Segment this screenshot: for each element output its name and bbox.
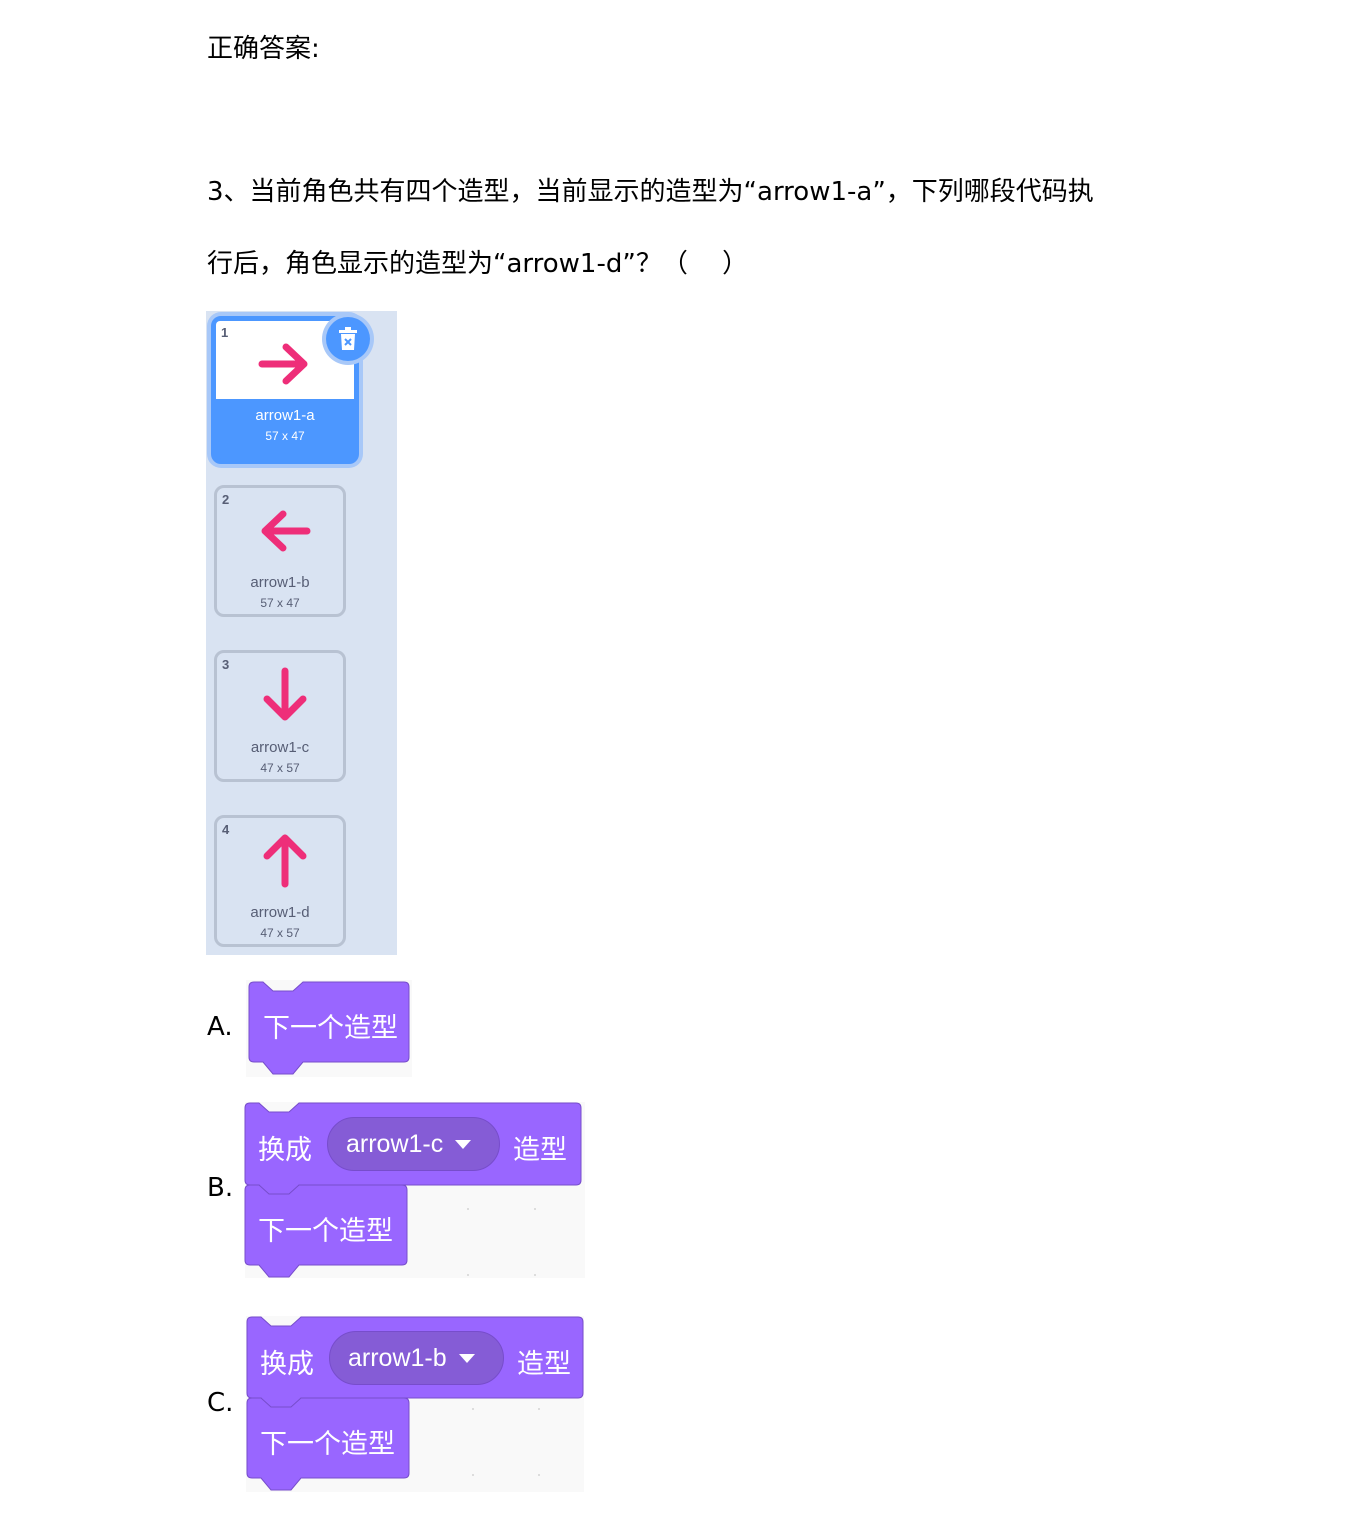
- block-label: 下一个造型: [258, 1216, 393, 1247]
- answer-heading: 正确答案:: [207, 34, 320, 64]
- costume-card-3[interactable]: 3 arrow1-c 47 x 57: [214, 650, 346, 782]
- block-label: 换成: [258, 1135, 312, 1166]
- block-label: 造型: [517, 1349, 571, 1380]
- block-label: 下一个造型: [260, 1429, 395, 1460]
- costume-name: arrow1-a: [255, 407, 315, 424]
- delete-costume-button[interactable]: [326, 317, 370, 361]
- block-label: 下一个造型: [263, 1013, 398, 1044]
- costume-list: 1 arrow1-a 57 x 47 2 arrow1-b 57 x 47 3 …: [206, 311, 397, 955]
- costume-dropdown[interactable]: arrow1-c: [327, 1117, 500, 1171]
- costume-name: arrow1-b: [250, 574, 310, 591]
- costume-card-1[interactable]: 1 arrow1-a 57 x 47: [211, 316, 370, 464]
- costume-card-2[interactable]: 2 arrow1-b 57 x 47: [214, 485, 346, 617]
- costume-number: 2: [222, 492, 230, 507]
- dropdown-arrow-icon: [458, 1353, 475, 1363]
- question-line-2: 行后，角色显示的造型为“arrow1-d”？（ ）: [207, 249, 749, 279]
- option-a-script-area: 下一个造型: [246, 980, 412, 1077]
- block-label: 换成: [260, 1349, 314, 1380]
- trash-icon: [339, 327, 357, 350]
- option-c-script-area: 换成 arrow1-b 造型 下一个造型: [246, 1316, 584, 1492]
- costume-number: 4: [222, 822, 230, 837]
- dropdown-value: arrow1-c: [346, 1129, 444, 1158]
- costume-dropdown[interactable]: arrow1-b: [329, 1331, 504, 1385]
- costume-name: arrow1-d: [250, 904, 310, 921]
- option-b-script-area: 换成 arrow1-c 造型 下一个造型: [244, 1102, 585, 1278]
- costume-card-4[interactable]: 4 arrow1-d 47 x 57: [214, 815, 346, 947]
- dropdown-value: arrow1-b: [348, 1343, 447, 1372]
- costume-size: 57 x 47: [260, 596, 300, 610]
- question-line-1: 3、当前角色共有四个造型，当前显示的造型为“arrow1-a”，下列哪段代码执: [207, 177, 1094, 207]
- costume-size: 57 x 47: [265, 429, 305, 443]
- arrow-right-icon: [258, 343, 308, 385]
- costume-size: 47 x 57: [260, 761, 300, 775]
- costume-number: 1: [221, 325, 229, 340]
- costume-number: 3: [222, 657, 230, 672]
- arrow-left-icon: [261, 510, 311, 552]
- option-b-label: B.: [207, 1173, 234, 1203]
- dropdown-arrow-icon: [455, 1139, 472, 1149]
- arrow-up-icon: [263, 834, 307, 888]
- costume-name: arrow1-c: [250, 739, 310, 756]
- option-a-label: A.: [207, 1012, 233, 1042]
- option-c-label: C.: [207, 1388, 234, 1418]
- costume-size: 47 x 57: [260, 926, 300, 940]
- arrow-down-icon: [263, 667, 307, 721]
- block-label: 造型: [513, 1135, 567, 1166]
